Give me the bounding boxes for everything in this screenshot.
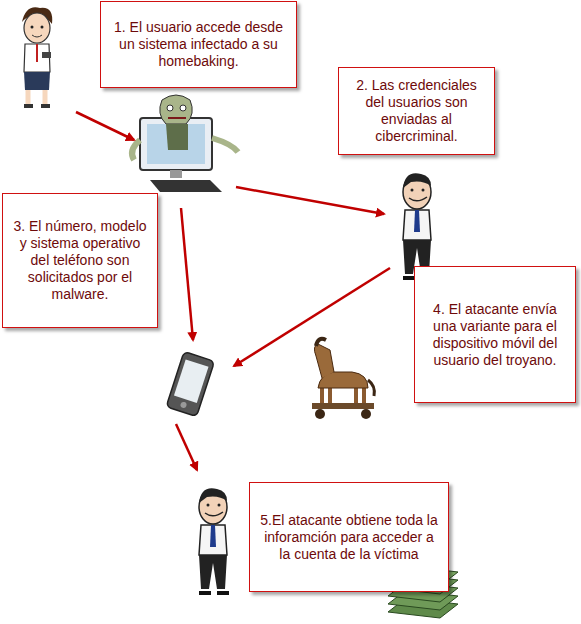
- step-box: 3. El número, modelo y sistema operativo…: [2, 193, 158, 328]
- step-text: 4. El atacante envía una variante para e…: [423, 301, 567, 369]
- step-box: 5.El atacante obtiene toda la inforamció…: [249, 482, 449, 592]
- step-text: 3. El número, modelo y sistema operativo…: [11, 218, 149, 303]
- step-text: 1. El usuario accede desde un sistema in…: [109, 19, 288, 70]
- attacker-figure: [199, 488, 229, 593]
- step-box: 1. El usuario accede desde un sistema in…: [100, 1, 297, 88]
- user-figure: [22, 7, 52, 106]
- trojan-horse: [312, 339, 374, 419]
- attacker-figure: [403, 173, 433, 278]
- step-text: 2. Las credenciales del usuarios son env…: [347, 77, 486, 145]
- mobile-phone: [166, 352, 214, 417]
- zombie-computer: [132, 95, 238, 192]
- step-box: 2. Las credenciales del usuarios son env…: [338, 67, 495, 155]
- step-box: 4. El atacante envía una variante para e…: [414, 266, 576, 403]
- step-text: 5.El atacante obtiene toda la inforamció…: [258, 512, 440, 563]
